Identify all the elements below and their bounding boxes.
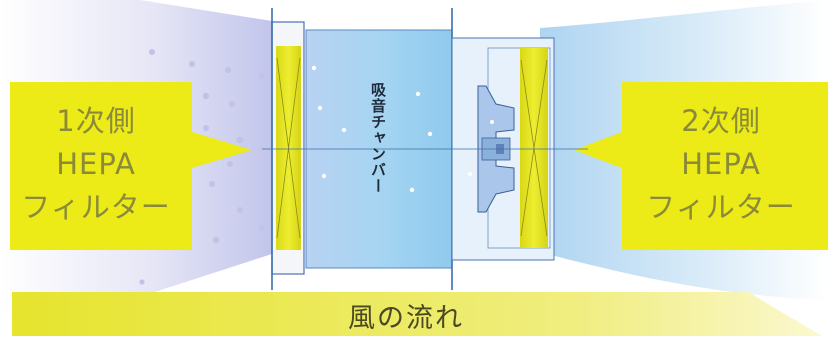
secondary-filter-line-3: フィルター xyxy=(646,190,796,224)
chamber-particles xyxy=(311,65,494,193)
filter-pleat-icon xyxy=(520,59,548,237)
airflow-label: 風の流れ xyxy=(348,303,464,334)
secondary-filter-callout xyxy=(574,82,828,250)
primary-hepa-filter-label: 1次側 HEPA フィルター xyxy=(0,100,192,229)
secondary-filter-line-1: 2次側 xyxy=(681,104,761,138)
primary-filter-line-2: HEPA xyxy=(56,147,136,181)
primary-filter-callout xyxy=(10,82,252,250)
chamber-label: 吸音チャンバー xyxy=(369,82,387,194)
filter-pleat-icon xyxy=(276,57,301,239)
primary-filter-line-3: フィルター xyxy=(21,190,171,224)
secondary-filter-line-2: HEPA xyxy=(681,147,761,181)
primary-filter-line-1: 1次側 xyxy=(56,104,136,138)
airflow-arrow xyxy=(12,292,822,336)
dust-particle-icon xyxy=(139,49,265,285)
secondary-hepa-filter-label: 2次側 HEPA フィルター xyxy=(614,100,828,229)
